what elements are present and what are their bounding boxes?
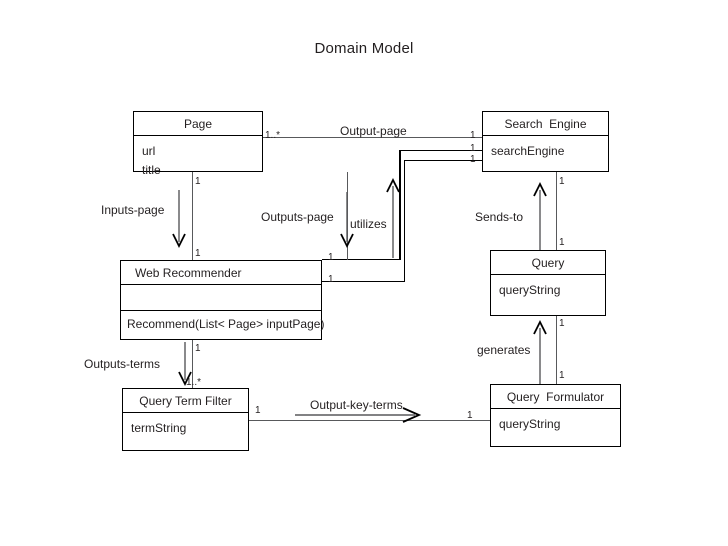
class-attributes-page: url title [134,136,262,180]
multiplicity-query-term-filter-right: 1 [255,405,261,416]
edge-utilizes-horizontal-top [400,150,482,152]
multiplicity-page-right: 1..* [265,130,281,141]
attribute-title: title [142,163,161,177]
multiplicity-page-bottom: 1 [195,176,201,187]
class-name-web-recommender: Web Recommender [121,261,321,285]
class-box-query-formulator[interactable]: Query Formulator queryString [490,384,621,447]
edge-label-sends-to: Sends-to [475,210,524,224]
class-attributes-query: queryString [491,275,605,300]
class-attributes-web-recommender [121,285,321,311]
arrow-output-key-terms [295,407,422,423]
class-name-query-formulator: Query Formulator [491,385,620,409]
multiplicity-web-recommender-right-2: 1 [328,274,334,285]
multiplicity-search-engine-left-1: 1 [470,130,476,141]
class-attributes-query-term-filter: termString [123,413,248,438]
arrow-utilizes [386,177,400,258]
arrow-outputs-terms [178,342,192,387]
edge-outputs-terms [192,340,194,388]
class-box-web-recommender[interactable]: Web Recommender Recommend(List< Page> in… [120,260,325,340]
multiplicity-web-recommender-right-1: 1 [328,252,334,263]
arrow-outputs-page [340,192,354,249]
attribute-queryString-formulator: queryString [499,417,561,431]
edge-label-generates: generates [477,343,531,357]
class-attributes-query-formulator: queryString [491,409,620,434]
edge-utilizes-horizontal-bottom [322,259,401,261]
edge-sends-to [556,172,558,250]
multiplicity-search-engine-left-2: 1 [470,143,476,154]
multiplicity-query-formulator-left: 1 [467,410,473,421]
class-box-page[interactable]: Page url title [133,111,263,177]
multiplicity-search-engine-bottom: 1 [559,176,565,187]
class-name-query-term-filter: Query Term Filter [123,389,248,413]
edge-label-outputs-terms: Outputs-terms [84,357,161,371]
attribute-queryString-query: queryString [499,283,561,297]
multiplicity-web-recommender-bottom: 1 [195,343,201,354]
attribute-searchEngine: searchEngine [491,144,565,158]
class-name-query: Query [491,251,605,275]
multiplicity-query-term-filter-top: 1..* [186,377,202,388]
multiplicity-query-bottom: 1 [559,318,565,329]
page-title: Domain Model [314,40,414,57]
class-box-search-engine[interactable]: Search Engine searchEngine [482,111,609,172]
class-attributes-search-engine: searchEngine [483,136,608,161]
arrow-sends-to [533,181,547,250]
multiplicity-search-engine-left-3: 1 [470,154,476,165]
edge-output-key-terms [249,420,490,422]
multiplicity-query-formulator-top: 1 [559,370,565,381]
class-name-search-engine: Search Engine [483,112,608,136]
edge-generates [556,316,558,384]
attribute-url: url [142,144,156,158]
edge-output-page [263,137,482,139]
arrow-inputs-page [172,190,186,249]
edge-recommender-search-horizontal-bottom [322,281,405,283]
multiplicity-query-top: 1 [559,237,565,248]
class-box-query[interactable]: Query queryString [490,250,606,316]
attribute-termString: termString [131,421,187,435]
edge-label-utilizes: utilizes [350,217,387,231]
edge-inputs-page [192,172,194,260]
edge-label-inputs-page: Inputs-page [101,203,165,217]
arrow-generates [533,319,547,384]
edge-utilizes-vertical [399,150,402,260]
edge-label-output-key-terms: Output-key-terms [310,398,403,412]
edge-recommender-search-vertical [404,160,406,282]
class-name-page: Page [134,112,262,136]
edge-label-outputs-page: Outputs-page [261,210,334,224]
edge-label-output-page: Output-page [340,124,407,138]
multiplicity-web-recommender-top: 1 [195,248,201,259]
class-operations-web-recommender: Recommend(List< Page> inputPage) [127,317,325,331]
edge-recommender-search-horizontal-top [405,160,482,162]
class-box-query-term-filter[interactable]: Query Term Filter termString [122,388,249,451]
